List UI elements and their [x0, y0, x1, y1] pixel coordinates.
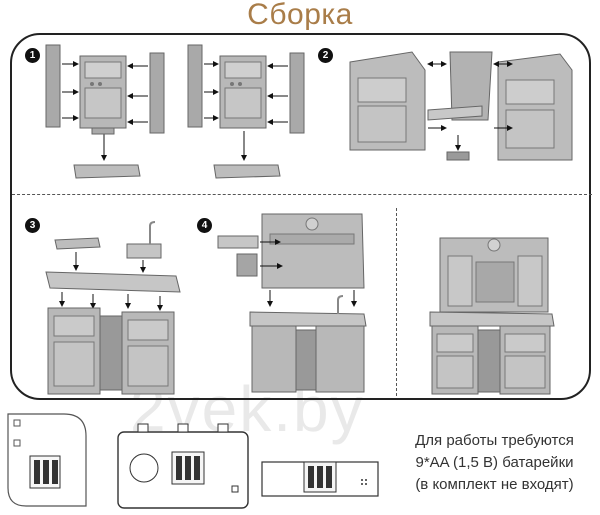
panel-divider-horizontal: [12, 194, 592, 195]
battery-note-line-3: (в комплект не входят): [415, 476, 574, 493]
battery-diagram-left: [7, 413, 87, 507]
step-badge-2: 2: [318, 48, 333, 63]
battery-diagram-middle: [117, 423, 249, 509]
step-badge-4: 4: [197, 218, 212, 233]
step1-illustration: [45, 44, 305, 179]
panel-divider-vertical: [396, 208, 397, 396]
assembly-panel: [10, 33, 591, 400]
step-badge-3: 3: [25, 218, 40, 233]
step2-illustration: [349, 51, 573, 161]
step4-illustration: [217, 213, 367, 393]
assembled-kitchen-illustration: [429, 237, 555, 395]
step3-illustration: [45, 221, 181, 395]
battery-note-line-2: 9*AA (1,5 B) батарейки: [415, 454, 574, 471]
battery-diagram-right: [261, 461, 379, 497]
step-badge-1: 1: [25, 48, 40, 63]
battery-note-line-1: Для работы требуются: [415, 432, 574, 449]
battery-requirement-note: Для работы требуются 9*AA (1,5 B) батаре…: [392, 430, 597, 496]
page-title: Сборка: [247, 0, 353, 31]
